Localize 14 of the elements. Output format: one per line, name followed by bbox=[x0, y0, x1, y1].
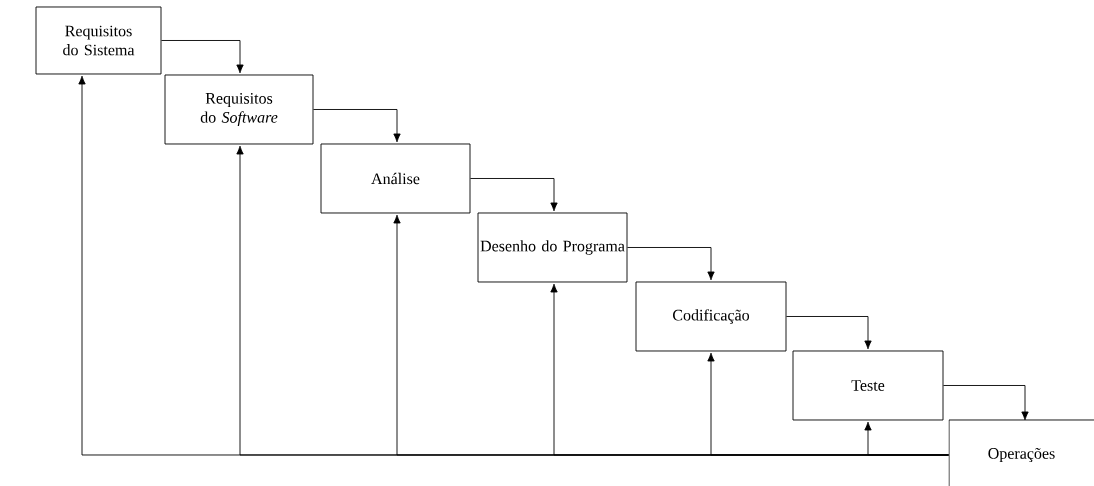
arrow bbox=[627, 247, 715, 281]
process-box: Desenho do Programa bbox=[477, 212, 628, 283]
process-box: Requisitos do Software bbox=[164, 74, 314, 145]
process-box: Teste bbox=[792, 350, 944, 421]
arrow bbox=[470, 178, 558, 212]
process-box: Análise bbox=[320, 143, 471, 214]
arrow bbox=[313, 109, 401, 143]
process-box: Codificação bbox=[635, 281, 787, 352]
arrow bbox=[161, 40, 244, 74]
process-box: Requisitos do Sistema bbox=[35, 6, 162, 75]
process-box: Operações bbox=[948, 419, 1094, 486]
arrow bbox=[943, 385, 1029, 421]
arrow bbox=[786, 316, 872, 350]
arrow bbox=[864, 421, 949, 456]
